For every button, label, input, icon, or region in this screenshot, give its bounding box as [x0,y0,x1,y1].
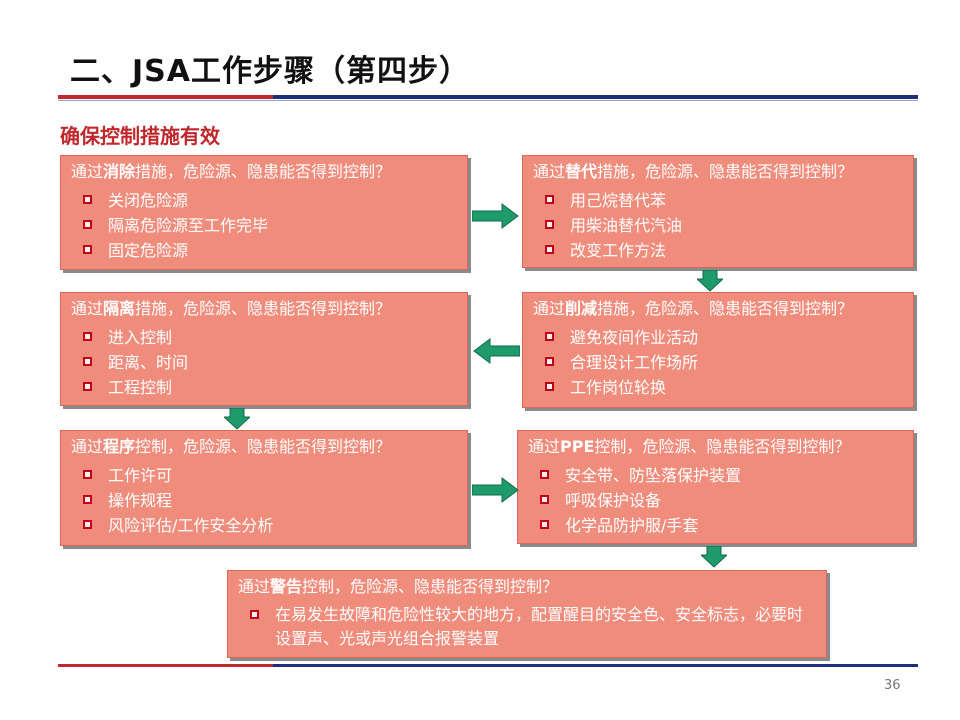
square-bullet-icon [83,357,92,366]
list-item: 改变工作方法 [545,238,903,263]
square-bullet-icon [540,520,549,529]
square-bullet-icon [83,332,92,341]
box-heading: 通过程序控制，危险源、隐患能否得到控制？ [71,437,392,456]
list-item: 合理设计工作场所 [545,350,903,375]
footer-rule [58,664,918,667]
square-bullet-icon [540,495,549,504]
list-item: 用柴油替代汽油 [545,213,903,238]
list-item: 安全带、防坠落保护装置 [540,463,903,488]
square-bullet-icon [83,220,92,229]
square-bullet-icon [545,195,554,204]
page-number: 36 [884,678,901,693]
list-item: 在易发生故障和危险性较大的地方，配置醒目的安全色、安全标志，必要时设置声、光或声… [250,603,816,651]
list-item: 化学品防护服/手套 [540,513,903,538]
box-heading: 通过隔离措施，危险源、隐患能否得到控制？ [71,299,392,318]
square-bullet-icon [545,332,554,341]
square-bullet-icon [83,470,92,479]
square-bullet-icon [83,195,92,204]
box-heading: 通过削减措施，危险源、隐患能否得到控制？ [533,299,854,318]
list-item: 关闭危险源 [83,188,457,213]
list-item: 工程控制 [83,375,457,400]
square-bullet-icon [250,610,259,619]
control-box-substitute: 通过替代措施，危险源、隐患能否得到控制？ 用己烷替代苯 用柴油替代汽油 改变工作… [522,155,914,268]
square-bullet-icon [545,245,554,254]
control-box-procedure: 通过程序控制，危险源、隐患能否得到控制？ 工作许可 操作规程 风险评估/工作安全… [60,430,468,546]
list-item: 工作岗位轮换 [545,375,903,400]
header-rule [58,95,918,101]
square-bullet-icon [83,520,92,529]
square-bullet-icon [83,245,92,254]
arrow-down-icon [224,408,250,430]
list-item: 呼吸保护设备 [540,488,903,513]
control-box-isolate: 通过隔离措施，危险源、隐患能否得到控制？ 进入控制 距离、时间 工程控制 [60,292,468,406]
list-item: 工作许可 [83,463,457,488]
box-heading: 通过替代措施，危险源、隐患能否得到控制？ [533,162,854,181]
square-bullet-icon [545,220,554,229]
control-box-warning: 通过警告控制，危险源、隐患能否得到控制？ 在易发生故障和危险性较大的地方，配置醒… [227,570,827,658]
arrow-down-icon [701,546,727,568]
box-heading: 通过警告控制，危险源、隐患能否得到控制？ [238,577,559,596]
box-heading: 通过PPE控制，危险源、隐患能否得到控制？ [528,437,851,456]
square-bullet-icon [83,382,92,391]
arrow-right-icon [472,203,519,229]
control-box-ppe: 通过PPE控制，危险源、隐患能否得到控制？ 安全带、防坠落保护装置 呼吸保护设备… [517,430,914,544]
control-box-eliminate: 通过消除措施，危险源、隐患能否得到控制？ 关闭危险源 隔离危险源至工作完毕 固定… [60,155,468,270]
list-item: 固定危险源 [83,238,457,263]
list-item: 避免夜间作业活动 [545,325,903,350]
list-item: 用己烷替代苯 [545,188,903,213]
square-bullet-icon [545,382,554,391]
section-subtitle: 确保控制措施有效 [60,124,220,148]
page-title: 二、JSA工作步骤（第四步） [70,54,470,89]
arrow-right-icon [472,477,519,503]
square-bullet-icon [83,495,92,504]
list-item: 风险评估/工作安全分析 [83,513,457,538]
list-item: 隔离危险源至工作完毕 [83,213,457,238]
list-item: 距离、时间 [83,350,457,375]
arrow-down-icon [697,270,723,292]
control-box-reduce: 通过削减措施，危险源、隐患能否得到控制？ 避免夜间作业活动 合理设计工作场所 工… [522,292,914,408]
square-bullet-icon [540,470,549,479]
list-item: 进入控制 [83,325,457,350]
box-heading: 通过消除措施，危险源、隐患能否得到控制？ [71,162,392,181]
square-bullet-icon [545,357,554,366]
list-item: 操作规程 [83,488,457,513]
arrow-left-icon [473,338,520,364]
